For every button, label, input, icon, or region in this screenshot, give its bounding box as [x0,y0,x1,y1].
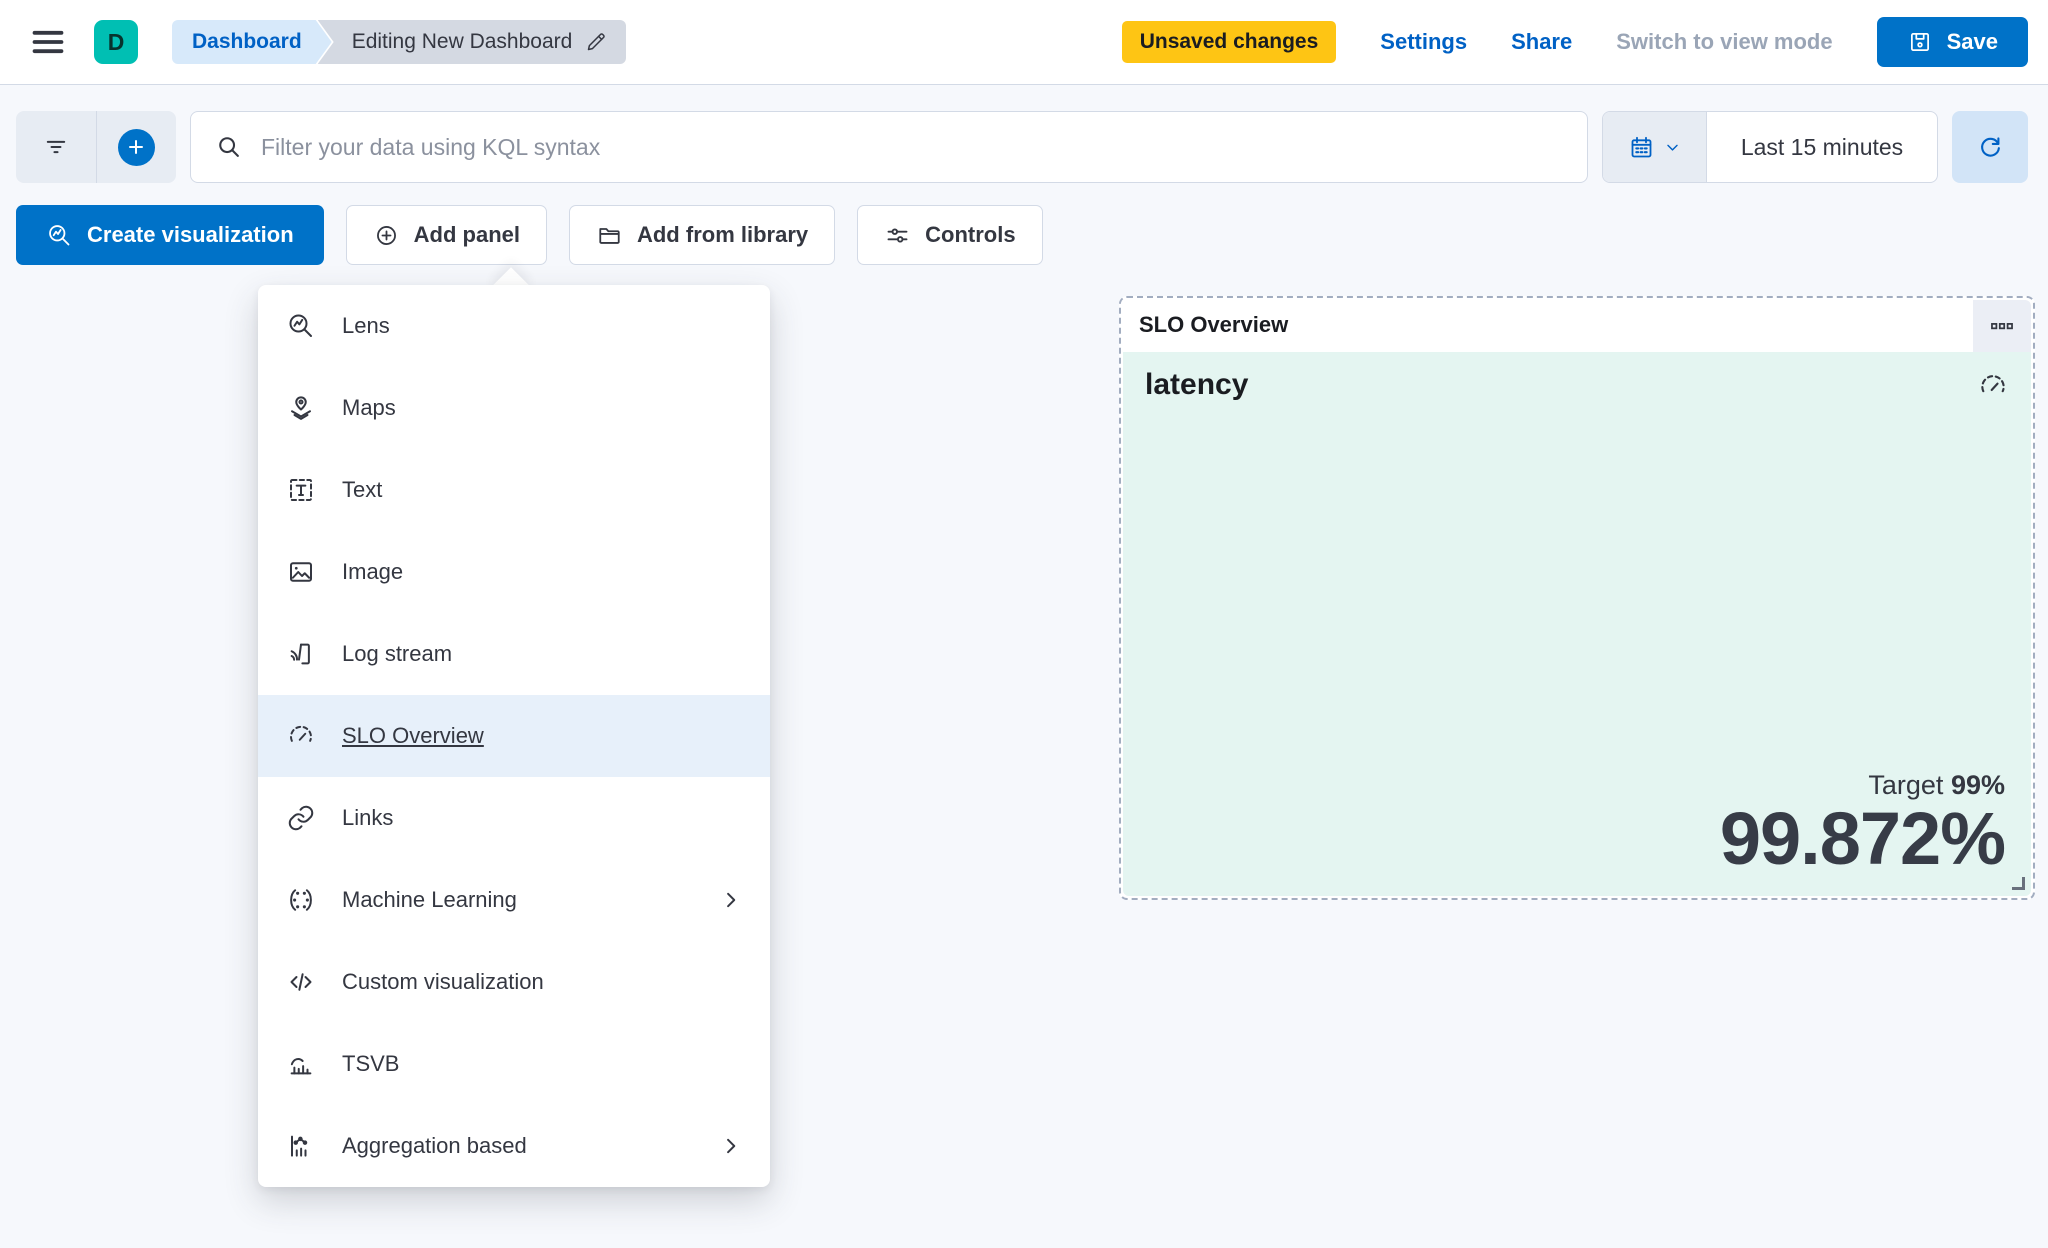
chevron-right-icon [718,887,744,913]
aggregation-icon [286,1131,316,1161]
settings-link[interactable]: Settings [1380,29,1468,54]
hamburger-icon [29,23,67,61]
slo-name: latency [1145,368,1249,401]
menu-item-label: Maps [342,395,396,420]
menu-item-label: Lens [342,313,390,338]
menu-item-label: Custom visualization [342,969,544,994]
refresh-icon [1976,133,2004,161]
save-button[interactable]: Save [1876,17,2028,67]
breadcrumb-current[interactable]: Editing New Dashboard [317,20,627,64]
lens-icon [286,311,316,341]
folder-icon [596,222,623,249]
add-panel-button[interactable]: Add panel [345,205,547,265]
menu-item-log-stream[interactable]: Log stream [258,613,770,695]
code-icon [286,967,316,997]
filter-icon [42,133,70,161]
target-value: 99% [1950,770,2005,801]
gauge-icon [1977,370,2009,402]
lens-icon [46,222,73,249]
menu-item-lens[interactable]: Lens [258,285,770,367]
add-panel-menu: Lens Maps Text Image Log stream SLO Over… [258,285,770,1187]
slo-panel-body: latency Target 99% 99.872% [1123,352,2031,896]
kql-search-input[interactable] [261,133,1563,161]
top-bar: D Dashboard Editing New Dashboard Unsave… [0,0,2048,85]
slo-overview-panel: SLO Overview latency Target 99% 99.872% [1119,296,2035,900]
add-from-library-button[interactable]: Add from library [568,205,836,265]
gauge-icon [286,721,316,751]
menu-item-tsvb[interactable]: TSVB [258,1023,770,1105]
refresh-button[interactable] [1952,111,2028,183]
target-label: Target [1868,770,1944,801]
controls-button[interactable]: Controls [857,205,1043,265]
image-icon [286,557,316,587]
text-icon [286,475,316,505]
pencil-icon [584,30,608,54]
save-icon [1907,29,1933,55]
slo-metrics: Target 99% 99.872% [1719,770,2006,881]
menu-item-links[interactable]: Links [258,777,770,859]
dashboard-toolbar: Create visualization Add panel Add from … [0,205,2048,265]
filter-menu-button[interactable] [16,111,96,183]
menu-item-label: Links [342,805,394,830]
panel-resize-handle[interactable] [2012,877,2025,890]
kql-search-box[interactable] [190,111,1588,183]
avatar-letter: D [107,28,125,55]
chevron-down-icon [1663,138,1682,157]
menu-item-maps[interactable]: Maps [258,367,770,449]
menu-item-text[interactable]: Text [258,449,770,531]
boxes-horizontal-icon [1988,312,2016,340]
menu-item-label: SLO Overview [342,723,484,748]
menu-item-label: Image [342,559,404,584]
menu-item-label: Text [342,477,383,502]
menu-item-machine-learning[interactable]: Machine Learning [258,859,770,941]
time-range-picker: Last 15 minutes [1602,111,1938,183]
search-icon [215,133,243,161]
space-avatar[interactable]: D [94,20,138,64]
quick-select-button[interactable] [1603,112,1707,182]
create-visualization-button[interactable]: Create visualization [16,205,324,265]
share-link[interactable]: Share [1511,29,1573,54]
menu-toggle-button[interactable] [24,18,72,66]
menu-item-label: Aggregation based [342,1133,527,1158]
plus-circle-icon [373,222,400,249]
calendar-icon [1628,134,1655,161]
switch-view-mode-link[interactable]: Switch to view mode [1616,29,1833,54]
menu-item-label: TSVB [342,1051,400,1076]
unsaved-changes-badge: Unsaved changes [1121,21,1337,63]
menu-item-image[interactable]: Image [258,531,770,613]
maps-icon [286,393,316,423]
sli-value: 99.872% [1719,797,2006,881]
filter-button-group [16,111,176,183]
tsvb-icon [286,1049,316,1079]
menu-item-slo-overview[interactable]: SLO Overview [258,695,770,777]
menu-item-label: Machine Learning [342,887,517,912]
breadcrumb-dashboard[interactable]: Dashboard [172,20,332,64]
menu-item-custom-visualization[interactable]: Custom visualization [258,941,770,1023]
machine-learning-icon [286,885,316,915]
breadcrumb: Dashboard Editing New Dashboard [172,20,627,64]
plus-circle-icon [117,128,155,166]
log-stream-icon [286,639,316,669]
chevron-right-icon [718,1133,744,1159]
panel-header: SLO Overview [1121,298,2033,352]
add-filter-button[interactable] [95,111,177,183]
query-bar: Last 15 minutes [0,111,2048,183]
sliders-icon [884,222,911,249]
time-range-value[interactable]: Last 15 minutes [1740,133,1904,160]
panel-menu-button[interactable] [1973,300,2031,352]
panel-title: SLO Overview [1139,312,1289,337]
menu-item-label: Log stream [342,641,453,666]
menu-item-aggregation-based[interactable]: Aggregation based [258,1105,770,1187]
link-icon [286,803,316,833]
